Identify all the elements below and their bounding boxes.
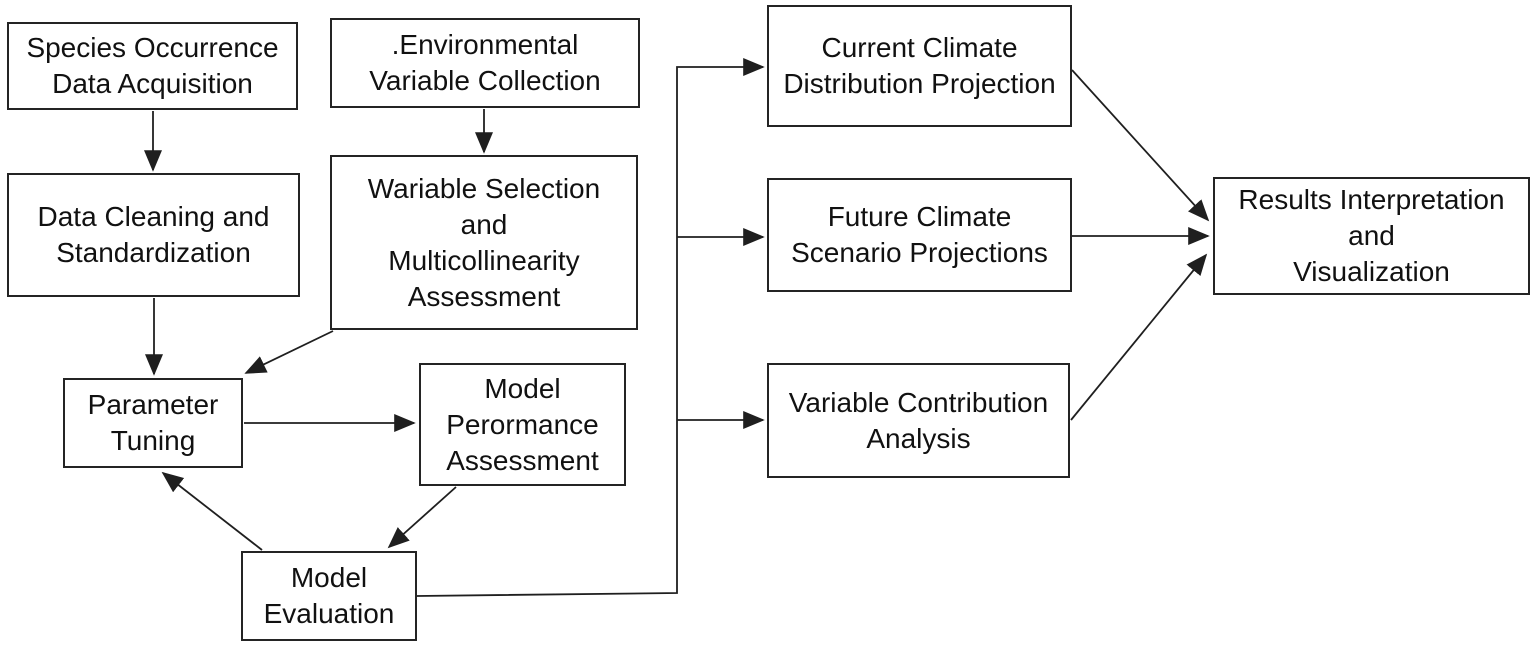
- node-label: Current Climate Distribution Projection: [783, 32, 1056, 99]
- node-label: Wariable Selection and Multicollinearity…: [367, 172, 601, 312]
- edge-variable-selection-to-parameter-tuning: [244, 330, 334, 374]
- node-future-climate-scenario-projections: Future Climate Scenario Projections: [767, 178, 1072, 292]
- node-data-cleaning-and-standardization: Data Cleaning and Standardization: [7, 173, 300, 297]
- node-label: Species Occurrence Data Acquisition: [26, 32, 279, 99]
- node-label: Model Evaluation: [263, 562, 395, 629]
- edge-current-climate-to-results: [1071, 69, 1210, 222]
- node-label: Data Cleaning and Standardization: [37, 201, 270, 268]
- node-label: Model Perormance Assessment: [446, 372, 599, 476]
- node-label: Results Interpretation and Visualization: [1238, 184, 1505, 287]
- edge-model-performance-to-model-evaluation: [387, 486, 457, 549]
- edge-model-evaluation-to-current-climate: [416, 58, 765, 597]
- node-label: Variable Contribution Analysis: [788, 386, 1049, 454]
- node-label: Future Climate Scenario Projections: [791, 201, 1048, 268]
- node-model-evaluation: Model Evaluation: [241, 551, 417, 641]
- node-current-climate-distribution-projection: Current Climate Distribution Projection: [767, 5, 1072, 127]
- node-model-performance-assessment: Model Perormance Assessment: [419, 363, 626, 486]
- node-parameter-tuning: Parameter Tuning: [63, 378, 243, 468]
- node-label: .Environmental Variable Collection: [369, 29, 601, 96]
- node-variable-contribution-analysis: Variable Contribution Analysis: [767, 363, 1070, 478]
- node-label: Parameter Tuning: [87, 389, 219, 456]
- node-variable-selection-multicollinearity-assessment: Wariable Selection and Multicollinearity…: [330, 155, 638, 330]
- node-environmental-variable-collection: .Environmental Variable Collection: [330, 18, 640, 108]
- node-species-occurrence-data-acquisition: Species Occurrence Data Acquisition: [7, 22, 298, 110]
- node-results-interpretation-and-visualization: Results Interpretation and Visualization: [1213, 177, 1530, 295]
- edge-variable-contribution-to-results: [1070, 253, 1208, 421]
- edge-model-evaluation-to-parameter-tuning: [161, 471, 263, 551]
